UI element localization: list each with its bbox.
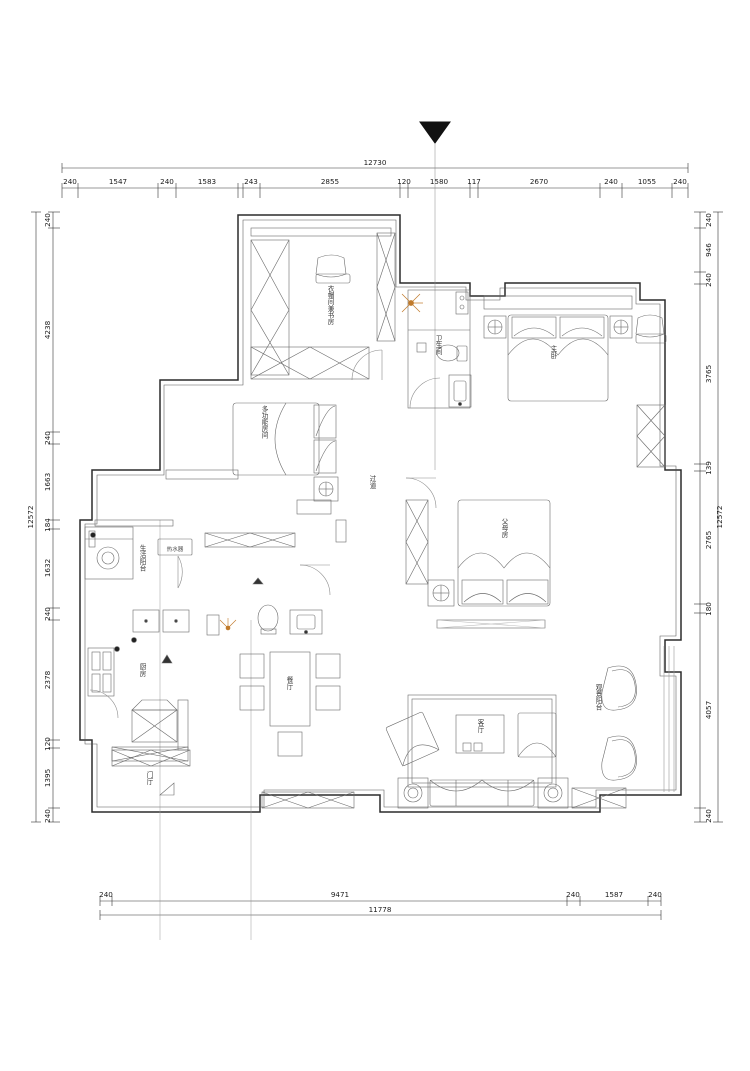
section-arrow-marker [419, 121, 451, 470]
dim-right-seg: 4057 [704, 701, 713, 719]
room-label-bathroom-main: 卫生间 [434, 335, 442, 356]
door-swing-closet-study [351, 349, 383, 381]
annotation-water-heater: 热水器 [167, 545, 184, 553]
dim-right-seg: 180 [704, 602, 713, 616]
dim-right-total: 12572 [715, 506, 724, 529]
room-label-entry-hall: 门厅 [145, 770, 153, 785]
dim-bottom-seg: 240 [99, 890, 113, 899]
door-swing-bathroom-guest [299, 564, 331, 596]
room-label-multi-function: 多功能房间 [260, 404, 268, 439]
dim-right-seg: 139 [704, 461, 713, 475]
room-label-utility-balcony: 生活阳台 [138, 544, 146, 573]
dim-left-seg: 240 [43, 607, 52, 621]
dim-top-seg: 117 [467, 177, 481, 186]
dimension-chain-right: 240 946 240 3765 139 2765 180 4057 240 1… [694, 211, 724, 823]
dim-top-seg: 240 [604, 177, 618, 186]
dim-left-seg: 4238 [43, 320, 52, 339]
dim-top-seg: 2670 [530, 177, 549, 186]
section-line-vertical-left [159, 520, 252, 940]
room-labels: 衣帽间兼书房 主卧 父母房 多功能房间 客厅 餐厅 厨房 生活阳台 观景阳台 过… [138, 284, 602, 785]
room-label-view-balcony: 观景阳台 [594, 684, 602, 712]
dim-left-seg: 1632 [43, 559, 52, 577]
room-living [385, 694, 627, 809]
room-kitchen [87, 609, 190, 762]
dim-bottom-seg: 9471 [331, 890, 349, 899]
dim-left-seg: 1663 [43, 473, 52, 491]
misc-fixtures [90, 469, 347, 652]
room-label-master-bedroom: 主卧 [549, 344, 557, 359]
room-label-dining-room: 餐厅 [285, 675, 293, 690]
door-swing-kitchen [89, 689, 119, 719]
dim-top-seg: 240 [673, 177, 687, 186]
dim-right-seg: 3765 [704, 365, 713, 383]
room-multi-function [232, 402, 339, 502]
dim-right-seg: 240 [704, 273, 713, 287]
room-label-living-room: 客厅 [476, 718, 484, 733]
dim-top-seg: 1583 [198, 177, 216, 186]
wall-inner-faces [84, 219, 677, 808]
dim-bottom-total: 11778 [369, 905, 392, 914]
dim-top-seg: 1055 [638, 177, 656, 186]
building-walls [79, 214, 682, 813]
room-bathroom-guest [206, 577, 323, 636]
dim-top-seg: 240 [160, 177, 174, 186]
dim-right-seg: 240 [704, 213, 713, 227]
dim-left-total: 12572 [26, 506, 35, 529]
door-swing-second-bedroom [405, 477, 437, 509]
door-swing-bathroom-main [409, 377, 441, 409]
dim-left-seg: 240 [43, 213, 52, 227]
room-bathroom-main [401, 289, 472, 409]
dimension-chain-left: 240 4238 240 1663 184 1632 240 2378 120 … [26, 211, 60, 823]
dim-left-seg: 240 [43, 431, 52, 445]
dim-top-seg: 1580 [430, 177, 449, 186]
door-swing-utility-balcony [177, 555, 183, 589]
dim-left-seg: 240 [43, 809, 52, 823]
dim-top-total: 12730 [364, 158, 387, 167]
room-label-second-bedroom: 父母房 [500, 518, 508, 539]
dim-top-seg: 1547 [109, 177, 127, 186]
dimension-chain-bottom: 240 9471 240 1587 240 11778 [99, 890, 662, 920]
room-view-balcony [601, 646, 675, 792]
dim-top-seg: 120 [397, 177, 411, 186]
room-dining [204, 532, 341, 757]
dim-bottom-seg: 240 [648, 890, 662, 899]
dim-left-seg: 2378 [43, 670, 52, 689]
dim-bottom-seg: 1587 [605, 890, 623, 899]
room-utility-balcony [84, 519, 193, 580]
dim-left-seg: 120 [43, 737, 52, 751]
room-label-corridor: 过道 [368, 474, 376, 490]
room-entry-hall [111, 749, 355, 809]
room-master-bedroom [483, 295, 667, 468]
room-label-closet-study: 衣帽间兼书房 [326, 284, 334, 326]
dim-top-seg: 243 [244, 177, 258, 186]
dim-left-seg: 1395 [43, 769, 52, 787]
dim-right-seg: 946 [704, 243, 713, 257]
dim-top-seg: 240 [63, 177, 77, 186]
room-closet-study [250, 227, 396, 380]
room-label-kitchen: 厨房 [138, 663, 146, 678]
dim-left-seg: 184 [43, 518, 52, 532]
dim-top-seg: 2855 [321, 177, 339, 186]
dim-right-seg: 2765 [704, 531, 713, 549]
dim-bottom-seg: 240 [566, 890, 580, 899]
dim-right-seg: 240 [704, 809, 713, 823]
dimension-chain-top: 12730 240 1547 240 1583 243 2855 120 158… [61, 158, 689, 198]
room-second-bedroom [405, 499, 551, 629]
